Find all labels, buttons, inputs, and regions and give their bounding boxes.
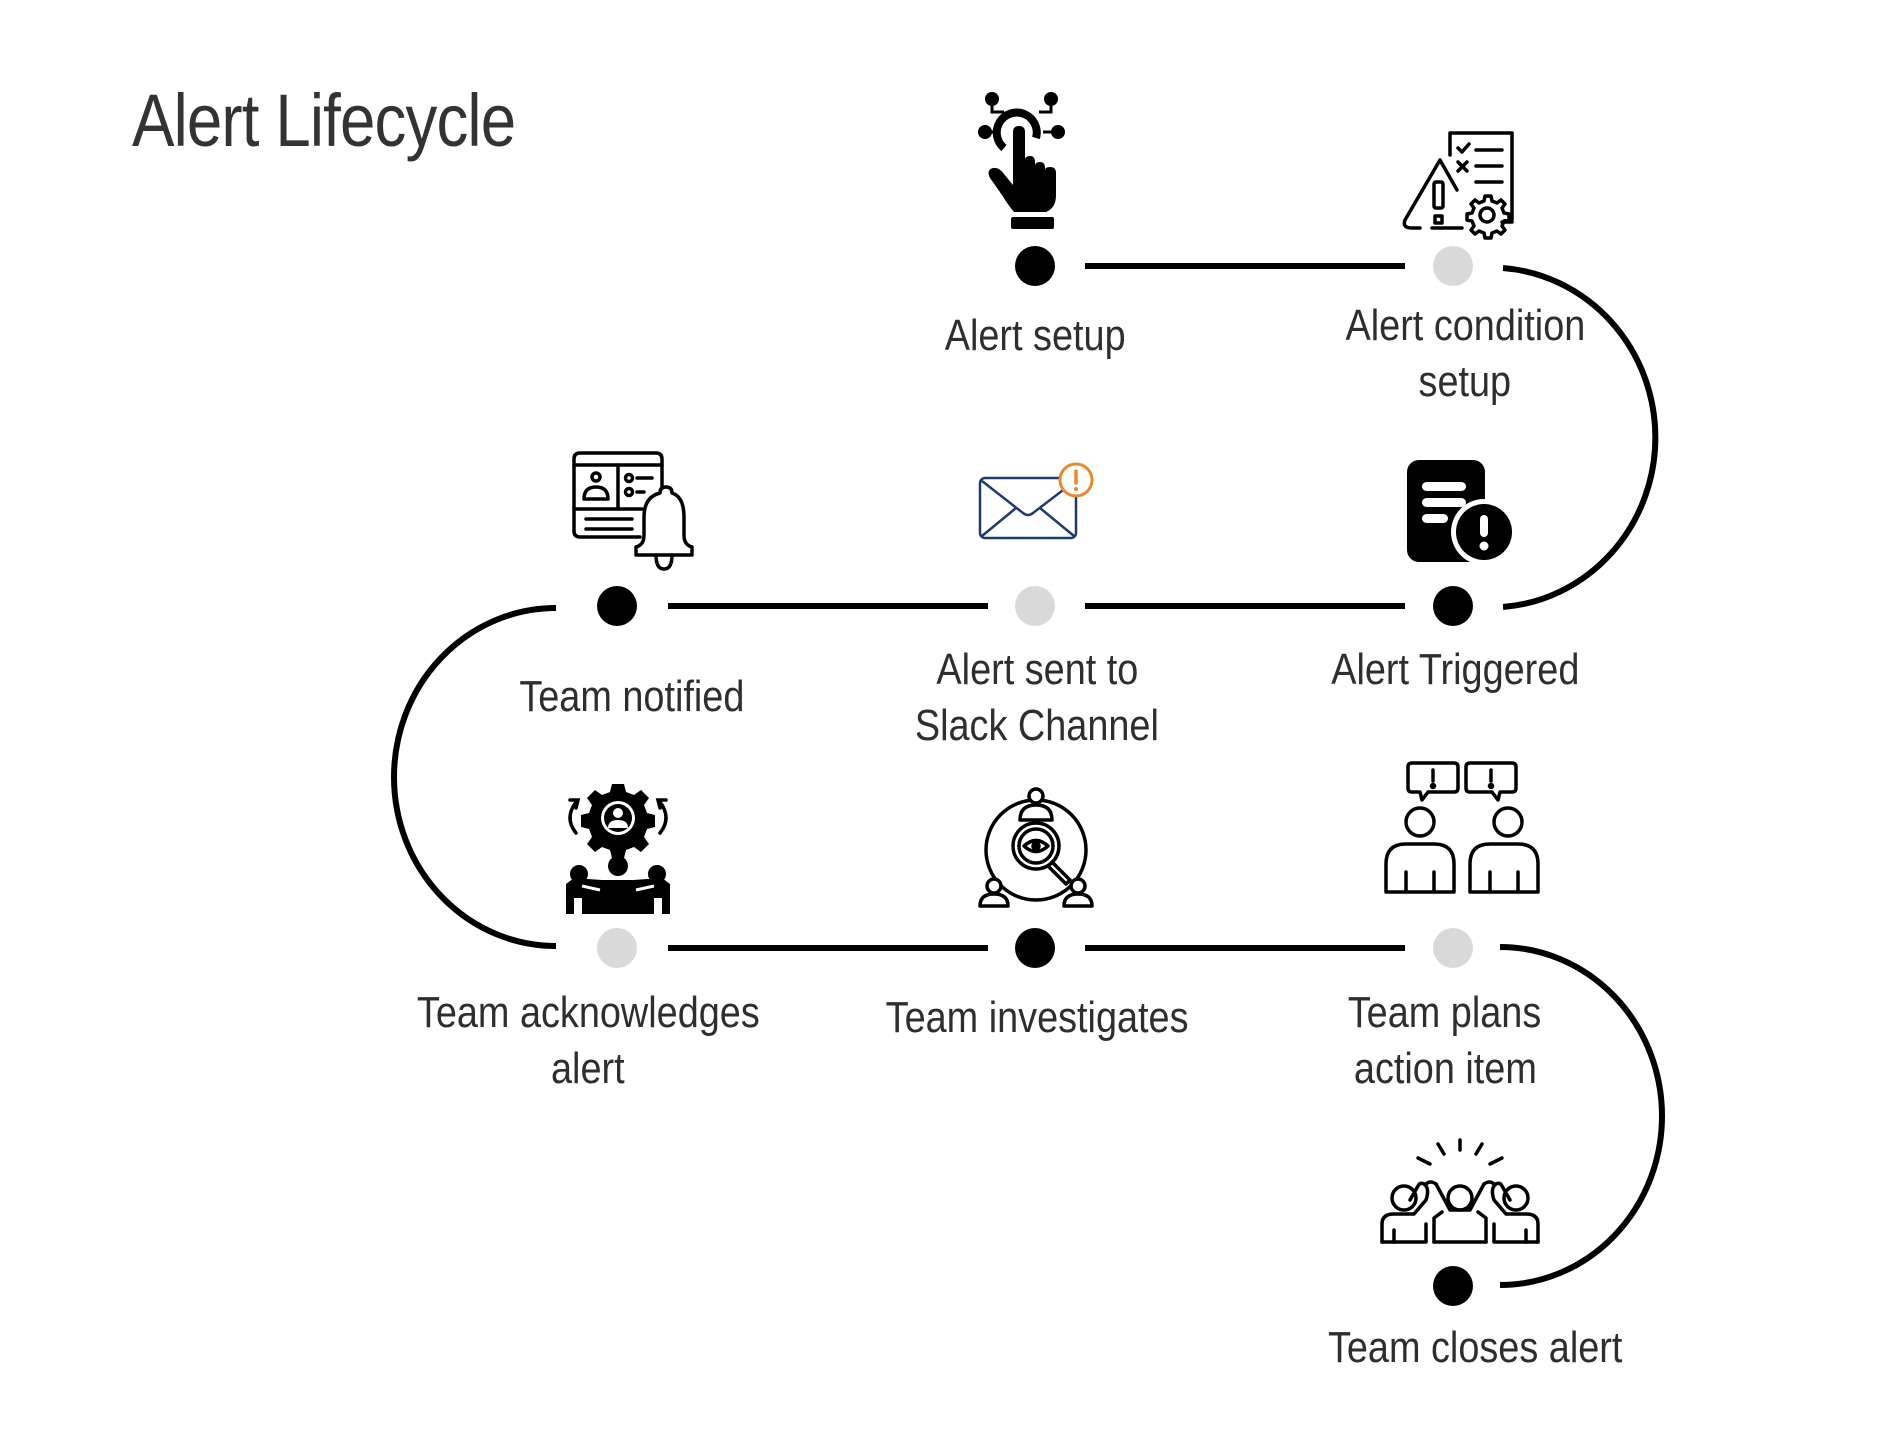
team-magnifier-eye-icon [978, 787, 1094, 908]
step-label-line: Team investigates [885, 993, 1189, 1042]
step-dot-alert-triggered [1433, 586, 1473, 626]
connector-notified-to-acknowledges [391, 605, 557, 949]
step-label-team-investigates: Team investigates [827, 990, 1247, 1046]
team-celebrate-icon [1380, 1138, 1540, 1244]
step-dot-team-closes [1433, 1266, 1473, 1306]
step-label-team-acknowledges: Team acknowledges alert [378, 985, 798, 1097]
step-dot-team-investigates [1015, 928, 1055, 968]
step-label-line: Alert sent to [936, 645, 1138, 694]
step-label-line: setup [1418, 357, 1512, 406]
step-dot-team-acknowledges [597, 928, 637, 968]
step-dot-team-plans [1433, 928, 1473, 968]
step-label-alert-triggered: Alert Triggered [1245, 642, 1665, 698]
step-label-line: alert [551, 1044, 625, 1093]
step-label-line: Alert setup [944, 311, 1126, 360]
connector-condition-to-triggered [1502, 265, 1659, 610]
dashboard-bell-icon [572, 451, 694, 571]
step-label-line: Alert Triggered [1330, 645, 1580, 694]
step-label-line: Slack Channel [914, 701, 1159, 750]
step-label-alert-setup: Alert setup [825, 308, 1245, 364]
touch-hand-icon [978, 92, 1065, 229]
step-label-team-plans: Team plans action item [1235, 985, 1655, 1097]
step-label-line: Team closes alert [1327, 1323, 1623, 1372]
page-title: Alert Lifecycle [132, 79, 516, 162]
team-gear-icon [566, 784, 670, 914]
step-dot-alert-setup [1015, 246, 1055, 286]
step-dot-team-notified [597, 586, 637, 626]
step-dot-alert-sent-to-slack [1015, 586, 1055, 626]
people-speech-alert-icon [1384, 761, 1540, 894]
document-alert-icon [1407, 460, 1517, 565]
step-label-alert-condition-setup: Alert condition setup [1255, 298, 1675, 410]
step-dot-alert-condition-setup [1433, 246, 1473, 286]
warning-checklist-gear-icon [1402, 131, 1514, 240]
step-label-team-closes: Team closes alert [1265, 1320, 1685, 1376]
step-label-line: Team acknowledges [416, 988, 760, 1037]
step-label-line: Team plans [1348, 988, 1542, 1037]
step-label-line: Team notified [519, 672, 745, 721]
connector-plans-to-closes [1499, 944, 1665, 1288]
step-label-line: action item [1353, 1044, 1537, 1093]
step-label-team-notified: Team notified [422, 669, 842, 725]
step-label-alert-sent-to-slack: Alert sent to Slack Channel [827, 642, 1247, 754]
step-label-line: Alert condition [1345, 301, 1585, 350]
envelope-alert-icon [978, 462, 1094, 540]
